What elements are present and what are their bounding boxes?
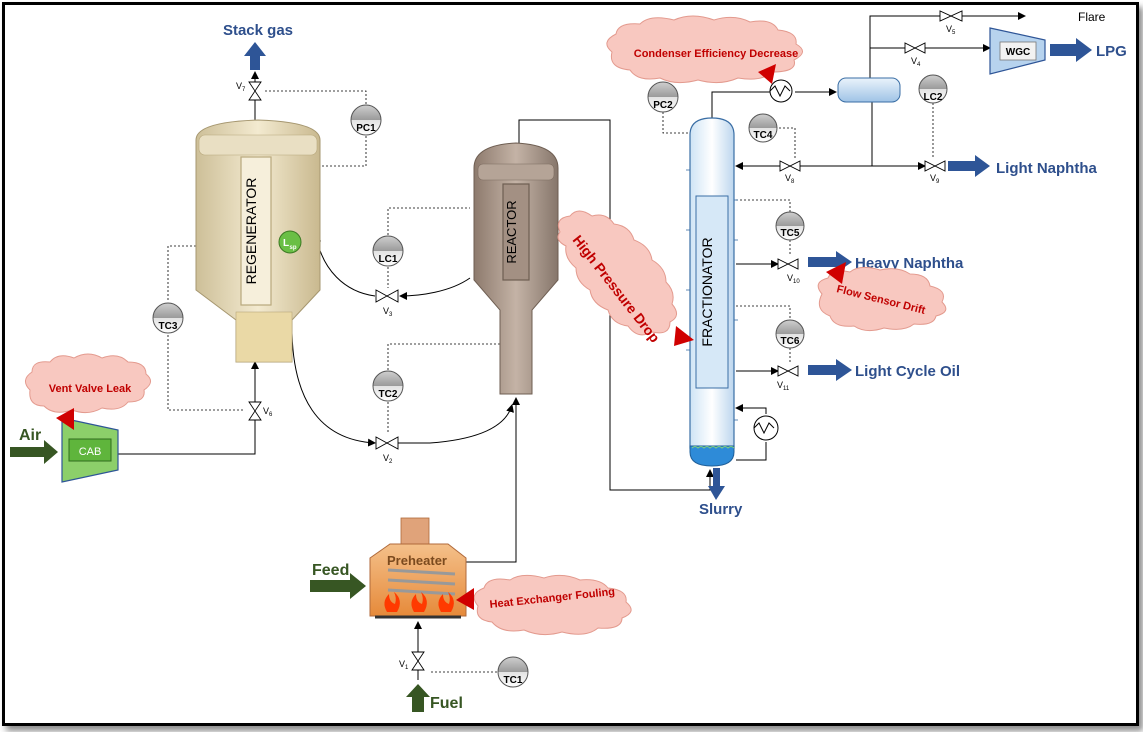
fault-condenser-efficiency[interactable]: Condenser Efficiency Decrease [606, 15, 803, 84]
valve-v9[interactable] [924, 160, 946, 172]
svg-text:LC1: LC1 [379, 254, 398, 265]
instrument-tc6[interactable]: TC6 [775, 319, 805, 349]
signal-lines [167, 90, 934, 673]
instrument-tc2[interactable]: TC2 [372, 370, 404, 402]
wgc-label: WGC [1006, 47, 1030, 58]
valve-v11[interactable] [777, 365, 799, 377]
svg-text:TC3: TC3 [159, 321, 178, 332]
reactor-label: REACTOR [504, 200, 519, 263]
valve-v3[interactable] [375, 289, 399, 303]
stack-gas-label: Stack gas [223, 22, 293, 39]
lpg-arrow [1050, 38, 1092, 62]
regenerator-label: REGENERATOR [243, 178, 259, 285]
feed-arrow [310, 573, 366, 599]
instrument-pc2[interactable]: PC2 [647, 81, 679, 113]
heavy-naphtha-label: Heavy Naphtha [855, 255, 964, 272]
burner-flames [384, 592, 454, 612]
light-cycle-oil-arrow [808, 359, 852, 381]
v9-label: V9 [930, 173, 940, 185]
valve-v4[interactable] [904, 42, 926, 54]
v7-label: V7 [236, 81, 246, 93]
valve-v7[interactable] [248, 81, 262, 101]
fractionator-label: FRACTIONATOR [699, 237, 715, 346]
fuel-arrow [406, 684, 430, 712]
v2-label: V2 [383, 453, 393, 465]
lpg-label: LPG [1096, 43, 1127, 60]
light-naphtha-label: Light Naphtha [996, 160, 1097, 177]
slurry-arrow [708, 468, 725, 500]
svg-text:PC1: PC1 [356, 123, 376, 134]
heavy-naphtha-arrow [808, 251, 852, 273]
v10-label: V10 [787, 273, 800, 285]
fault-high-pressure-drop[interactable]: High Pressure Drop [557, 210, 694, 346]
air-arrow [10, 440, 58, 464]
svg-text:TC1: TC1 [504, 675, 523, 686]
valve-labels: V7 V6 V1 V3 V2 V5 V4 V8 V9 V10 V11 [236, 24, 956, 671]
light-cycle-oil-label: Light Cycle Oil [855, 363, 960, 380]
slurry-label: Slurry [699, 501, 743, 518]
valve-v2[interactable] [375, 436, 399, 450]
cab-label: CAB [79, 446, 102, 458]
valve-v5[interactable] [939, 10, 963, 22]
v8-label: V8 [785, 173, 795, 185]
fault-vent-valve-leak[interactable]: Vent Valve Leak [25, 353, 151, 430]
lsp-subscript: sp [289, 245, 296, 251]
instrument-pc1[interactable]: PC1 [350, 104, 382, 136]
fuel-label: Fuel [430, 695, 463, 712]
v5-label: V5 [946, 24, 956, 36]
v6-label: V6 [263, 406, 273, 418]
preheater-label: Preheater [387, 553, 447, 568]
fault-annotations: Vent Valve Leak Condenser Efficiency Dec… [25, 15, 947, 636]
stream-arrows [10, 38, 1092, 712]
svg-text:TC5: TC5 [781, 228, 800, 239]
reactor-vessel: REACTOR [473, 142, 559, 395]
flare-label: Flare [1078, 10, 1106, 24]
wet-gas-compressor: WGC [989, 27, 1046, 75]
combustion-air-blower: CAB [61, 417, 119, 483]
level-setpoint-indicator[interactable]: L sp [278, 230, 302, 254]
valve-v6[interactable] [248, 401, 262, 421]
svg-text:TC6: TC6 [781, 336, 800, 347]
reflux-drum [837, 77, 901, 103]
v1-label: V1 [399, 659, 409, 671]
instrument-tc4[interactable]: TC4 [748, 113, 778, 143]
regenerator-vessel: REGENERATOR [195, 119, 321, 363]
fault-flow-sensor-drift[interactable]: Flow Sensor Drift [817, 262, 947, 332]
v11-label: V11 [777, 380, 790, 392]
svg-text:PC2: PC2 [653, 100, 673, 111]
svg-text:Condenser Efficiency Decrease: Condenser Efficiency Decrease [634, 48, 798, 60]
stream-labels: Stack gas Air Feed Fuel Slurry Flare LPG… [19, 10, 1127, 712]
instrument-tc5[interactable]: TC5 [775, 211, 805, 241]
valve-v10[interactable] [777, 258, 799, 270]
pumparound-exchanger [753, 415, 779, 441]
lsp-label: L [283, 238, 289, 249]
fractionator-column: FRACTIONATOR [686, 117, 738, 467]
overhead-condenser [769, 79, 793, 103]
svg-text:TC2: TC2 [379, 389, 398, 400]
instruments: PC1 LC1 TC2 TC3 TC1 PC2 TC4 LC2 TC5 TC6 [152, 74, 948, 688]
instrument-tc3[interactable]: TC3 [152, 302, 184, 334]
fault-heat-exchanger-fouling[interactable]: Heat Exchanger Fouling [456, 574, 632, 636]
instrument-tc1[interactable]: TC1 [497, 656, 529, 688]
v4-label: V4 [911, 56, 921, 68]
light-naphtha-arrow [948, 155, 990, 177]
instrument-lc2[interactable]: LC2 [918, 74, 948, 104]
stack-gas-arrow [244, 42, 266, 70]
svg-text:LC2: LC2 [924, 92, 943, 103]
svg-text:Vent Valve Leak: Vent Valve Leak [49, 383, 132, 395]
valve-v8[interactable] [779, 160, 801, 172]
preheater-furnace: Preheater [369, 517, 467, 619]
v3-label: V3 [383, 306, 393, 318]
instrument-lc1[interactable]: LC1 [372, 235, 404, 267]
valves [248, 10, 963, 671]
valve-v1[interactable] [411, 651, 425, 671]
air-label: Air [19, 427, 41, 444]
svg-text:TC4: TC4 [754, 130, 773, 141]
feed-label: Feed [312, 562, 349, 579]
